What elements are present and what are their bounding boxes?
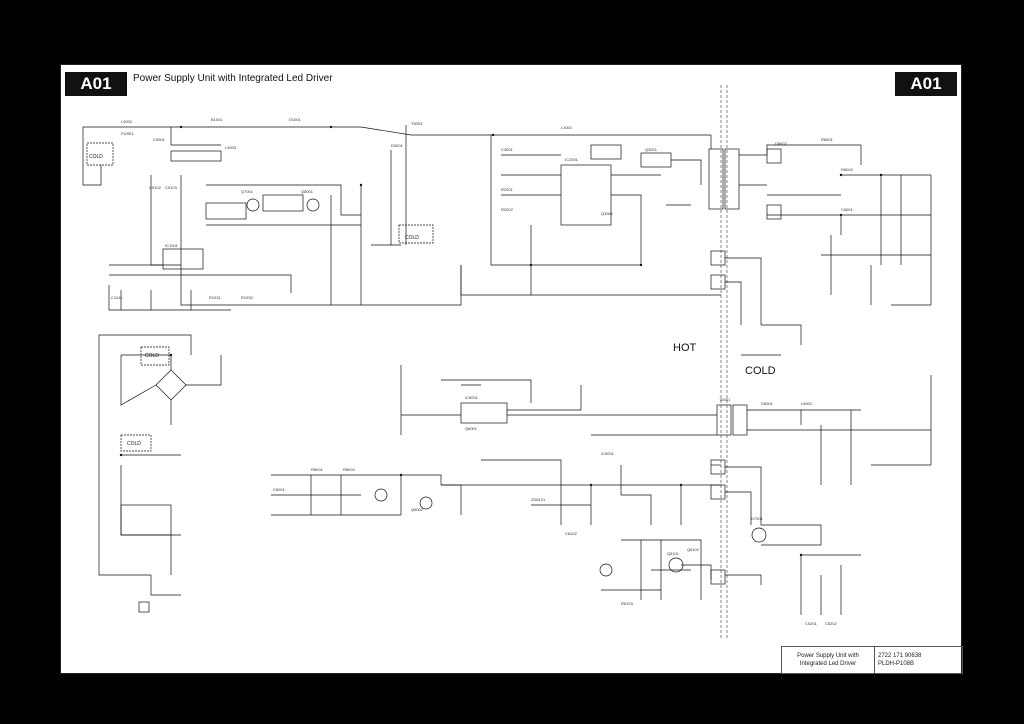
- component-label: Q7001: [241, 189, 254, 194]
- component-label: D8002: [775, 141, 788, 146]
- bridge-rectifier: [155, 369, 187, 401]
- cold-box-label: COLD: [89, 154, 103, 160]
- component-label: C8001: [841, 207, 854, 212]
- controller-ic: [162, 248, 204, 270]
- cold-side-label: COLD: [745, 365, 776, 377]
- component-label: C9102: [149, 185, 162, 190]
- component-label: Q6101: [667, 551, 680, 556]
- component-labels: L9002 FUSE1 C9001 B1001 L9003 D1001 C910…: [111, 117, 854, 626]
- component-label: IC6001: [465, 395, 479, 400]
- main-ic: [560, 164, 612, 226]
- component-label: R2001: [501, 187, 514, 192]
- component-label: D3001: [391, 143, 404, 148]
- title-block: Power Supply Unit with Integrated Led Dr…: [781, 646, 963, 674]
- component-label: ZD6101: [531, 497, 546, 502]
- component-label: D7001: [751, 516, 764, 521]
- cold-box-label: COLD: [405, 235, 419, 241]
- component-label: IC2001: [565, 157, 579, 162]
- component-label: L9003: [225, 145, 237, 150]
- component-label: C1011: [111, 295, 123, 300]
- title-block-title-line1: Power Supply Unit with: [797, 653, 859, 659]
- component-label: T6001: [719, 397, 731, 402]
- component-label: Q3301: [601, 211, 614, 216]
- component-label: C6102: [565, 531, 578, 536]
- component-label: Q3201: [645, 147, 658, 152]
- component-label: R6002: [343, 467, 356, 472]
- component-label: R6001: [311, 467, 324, 472]
- component-label: R1032: [241, 295, 254, 300]
- component-label: R8001: [821, 137, 834, 142]
- sheet-title: Power Supply Unit with Integrated Led Dr…: [133, 73, 333, 84]
- component-label: Q6001: [465, 426, 478, 431]
- title-block-title: Power Supply Unit with Integrated Led Dr…: [785, 652, 871, 668]
- component-label: Q6102: [687, 547, 700, 552]
- main-transformer: [708, 148, 724, 210]
- component-label: L9002: [121, 119, 133, 124]
- title-block-codes: 2722 171 90638 PLDH-P108B: [878, 652, 921, 668]
- title-block-title-line2: Integrated Led Driver: [799, 661, 857, 667]
- component-label: C5202: [825, 621, 838, 626]
- component-label: R1031: [209, 295, 222, 300]
- component-label: Q6002: [411, 507, 424, 512]
- title-block-divider: [874, 647, 875, 673]
- component-label: IC5001: [601, 451, 615, 456]
- component-label: B1001: [211, 117, 223, 122]
- sheet-badge-left: A01: [65, 72, 127, 96]
- component-label: L6001: [801, 401, 813, 406]
- schematic-sheet: A01 A01 Power Supply Unit with Integrate…: [60, 64, 963, 674]
- hot-side-label: HOT: [673, 342, 697, 354]
- cold-box-label: COLD: [127, 441, 141, 447]
- component-label: Q8001: [301, 189, 314, 194]
- component-label: R2002: [501, 207, 514, 212]
- component-label: D6001: [761, 401, 774, 406]
- cold-box-label: COLD: [145, 353, 159, 359]
- component-label: R8002: [841, 167, 854, 172]
- title-block-code: 2722 171 90638: [878, 653, 922, 659]
- component-label: FUSE1: [121, 131, 135, 136]
- title-block-model: PLDH-P108B: [878, 661, 915, 667]
- component-label: L3001: [561, 125, 573, 130]
- component-label: C9103: [165, 185, 178, 190]
- component-label: C5201: [805, 621, 818, 626]
- component-label: IC1001: [165, 243, 179, 248]
- component-label: C9001: [153, 137, 166, 142]
- component-label: D1001: [289, 117, 302, 122]
- component-label: C6001: [273, 487, 286, 492]
- component-label: R6103: [621, 601, 634, 606]
- sheet-badge-right: A01: [895, 72, 957, 96]
- component-label: T5003: [411, 121, 423, 126]
- component-label: C3001: [501, 147, 514, 152]
- schematic-drawing: COLD COLD COLD COLD L9002 FUSE1 C9001 B1…: [82, 85, 932, 640]
